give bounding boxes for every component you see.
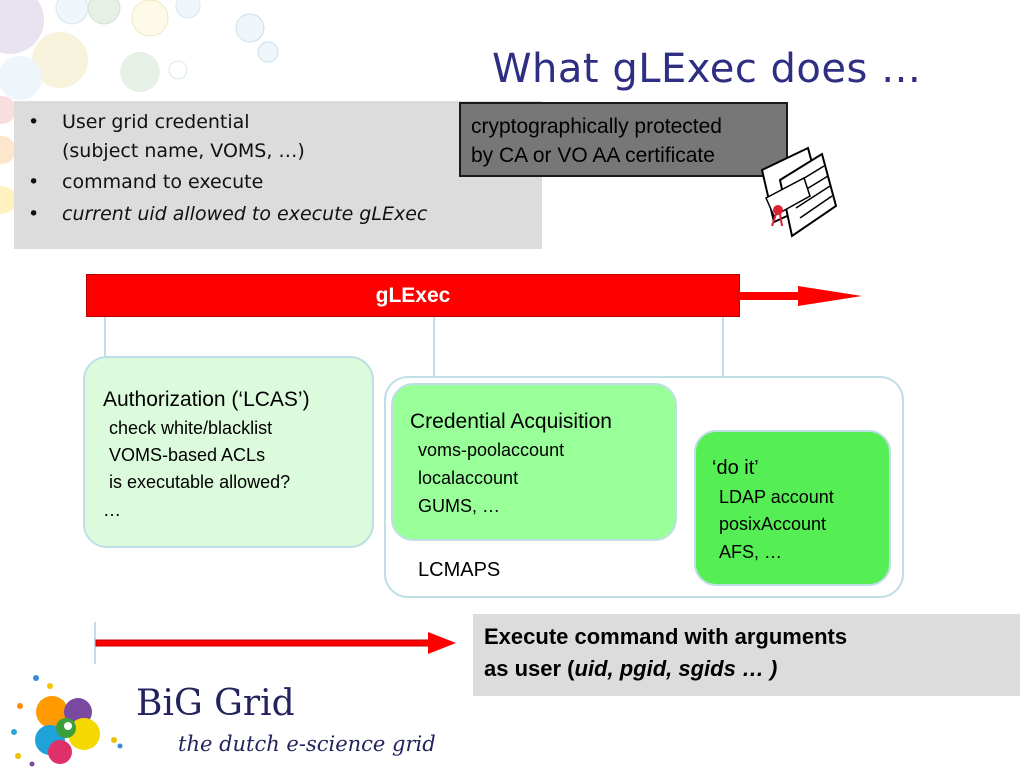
execute-line: as user (uid, pgid, sgids … ) bbox=[484, 656, 777, 682]
do-it-box bbox=[694, 430, 891, 586]
certificate-icon bbox=[760, 146, 838, 238]
lcas-title: Authorization (‘LCAS’) bbox=[103, 388, 310, 411]
connector-line bbox=[104, 317, 106, 357]
logo-tagline: the dutch e-science grid bbox=[178, 732, 436, 756]
execute-args: uid, pgid, sgids … ) bbox=[574, 656, 778, 681]
credentials-panel: • User grid credential (subject name, VO… bbox=[14, 101, 542, 249]
acquisition-item: voms-poolaccount bbox=[418, 440, 565, 460]
execute-prefix: as user ( bbox=[484, 656, 575, 681]
page-title: What gLExec does … bbox=[492, 46, 922, 92]
glexec-arrow-head bbox=[738, 286, 862, 306]
lcmaps-label: LCMAPS bbox=[418, 559, 501, 581]
acquisition-title: Credential Acquisition bbox=[410, 410, 612, 433]
background-decoration bbox=[0, 0, 279, 100]
do-it-item: LDAP account bbox=[719, 487, 834, 507]
connector-line bbox=[433, 317, 435, 384]
glexec-label: gLExec bbox=[375, 284, 451, 307]
bullet: • bbox=[28, 111, 40, 133]
execute-panel bbox=[473, 614, 1020, 696]
lcas-item: is executable allowed? bbox=[109, 472, 291, 492]
credential-item-label: User grid credential bbox=[62, 111, 250, 133]
acquisition-item: GUMS, … bbox=[418, 496, 501, 516]
connector-line bbox=[722, 317, 724, 431]
credential-item-label: command to execute bbox=[62, 171, 264, 193]
bullet: • bbox=[28, 203, 40, 225]
crypto-note: cryptographically protected by CA or VO … bbox=[459, 102, 788, 177]
bullet: • bbox=[28, 171, 40, 193]
lcas-item: check white/blacklist bbox=[109, 418, 273, 438]
do-it-item: AFS, … bbox=[719, 542, 783, 562]
glexec-arrow bbox=[86, 274, 740, 317]
logo-wordmark: BiG Grid bbox=[136, 683, 295, 724]
lcas-item: … bbox=[103, 500, 121, 520]
credential-item-detail: (subject name, VOMS, …) bbox=[62, 140, 305, 162]
crypto-note-line: by CA or VO AA certificate bbox=[471, 144, 715, 167]
lcas-item: VOMS-based ACLs bbox=[109, 445, 266, 465]
do-it-item: posixAccount bbox=[719, 514, 827, 534]
crypto-note-line: cryptographically protected bbox=[471, 115, 722, 138]
credential-acquisition-box bbox=[391, 383, 677, 541]
credential-item-label: current uid allowed to execute gLExec bbox=[62, 203, 428, 225]
lcas-box bbox=[83, 356, 374, 548]
execute-arrow bbox=[94, 622, 456, 664]
do-it-title: ‘do it’ bbox=[712, 457, 759, 479]
left-edge-decoration bbox=[0, 96, 16, 214]
big-grid-logo-icon bbox=[11, 675, 123, 767]
execute-line: Execute command with arguments bbox=[484, 624, 848, 649]
acquisition-item: localaccount bbox=[418, 468, 519, 488]
